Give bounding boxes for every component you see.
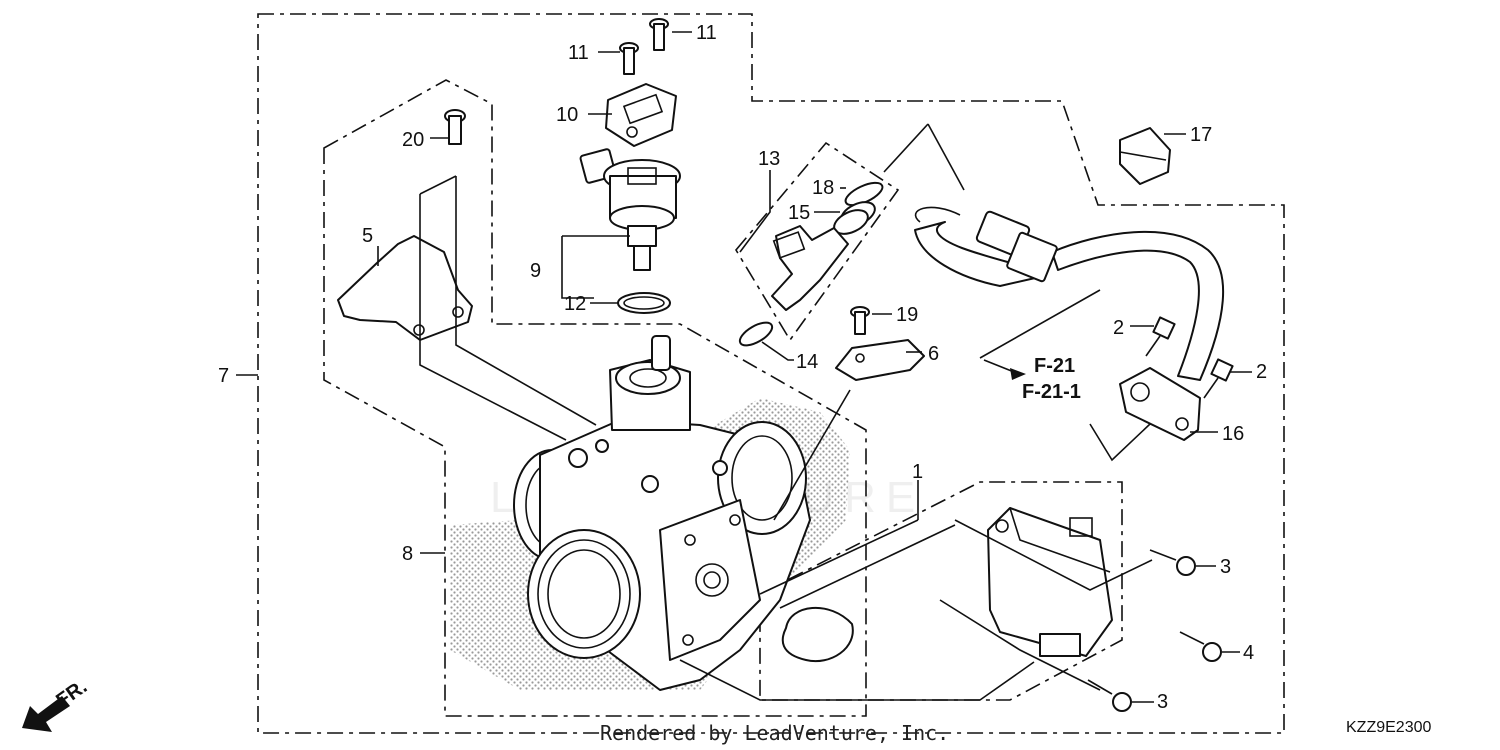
callout-17[interactable]: 17 <box>1190 124 1212 146</box>
bolt-2-upper <box>1145 316 1176 357</box>
callout-4[interactable]: 4 <box>1243 642 1254 664</box>
callout-11-upper[interactable]: 11 <box>696 22 717 44</box>
fuel-injector <box>771 225 849 311</box>
callout-14[interactable]: 14 <box>796 351 818 373</box>
callout-16[interactable]: 16 <box>1222 423 1244 445</box>
o-ring-12 <box>617 292 671 314</box>
callout-15[interactable]: 15 <box>788 202 810 224</box>
callout-labels: 1 2 2 3 3 4 5 6 7 8 9 10 11 11 12 13 14 … <box>218 22 1267 713</box>
callout-9[interactable]: 9 <box>530 260 541 282</box>
bolt-4 <box>1179 631 1222 662</box>
throttle-body-boundary-8 <box>323 79 867 717</box>
bracket-6 <box>835 339 925 381</box>
throttle-position-sensor <box>987 507 1113 657</box>
callout-7[interactable]: 7 <box>218 365 229 387</box>
callout-3-upper[interactable]: 3 <box>1220 556 1231 578</box>
injector-boundary-13 <box>735 141 900 342</box>
fuel-injector-parts <box>738 181 884 347</box>
throttle-body <box>513 335 811 691</box>
callout-5[interactable]: 5 <box>362 225 373 247</box>
callout-11-lower[interactable]: 11 <box>568 42 589 64</box>
sensor-plate-10 <box>605 83 677 147</box>
callout-8[interactable]: 8 <box>402 543 413 565</box>
reference-f21-1[interactable]: F-21-1 <box>1022 381 1081 403</box>
injector-joint-16 <box>1119 367 1201 441</box>
fuel-hose-assembly <box>914 206 1225 441</box>
front-direction-arrow <box>22 696 70 732</box>
map-sensor-9 <box>579 148 681 271</box>
diagram-code: KZZ9E2300 <box>1346 719 1431 736</box>
gasket-ring <box>781 607 854 663</box>
render-credit: Rendered by LeadVenture, Inc. <box>600 721 949 745</box>
assembly-boundary-7 <box>257 13 1285 734</box>
reference-f21[interactable]: F-21 <box>1034 355 1075 377</box>
callout-12[interactable]: 12 <box>564 293 586 315</box>
bolt-20 <box>444 109 466 145</box>
bracket-5 <box>337 235 473 341</box>
screw-11-lower <box>619 42 639 75</box>
screw-11-upper <box>649 18 669 51</box>
callout-3-lower[interactable]: 3 <box>1157 691 1168 713</box>
leader-lines <box>236 31 1252 703</box>
bolt-3-upper <box>1149 549 1196 576</box>
callout-2-upper[interactable]: 2 <box>1113 317 1124 339</box>
screw-19 <box>850 306 870 335</box>
sensor-boundary-1 <box>759 481 1123 701</box>
callout-10[interactable]: 10 <box>556 104 578 126</box>
callout-20[interactable]: 20 <box>402 129 424 151</box>
callout-18[interactable]: 18 <box>812 177 834 199</box>
callout-13[interactable]: 13 <box>758 148 780 170</box>
o-ring-18 <box>844 181 884 207</box>
o-ring-14 <box>738 321 774 347</box>
callout-2-lower[interactable]: 2 <box>1256 361 1267 383</box>
callout-6[interactable]: 6 <box>928 343 939 365</box>
bolt-2-lower <box>1203 358 1234 399</box>
callout-1[interactable]: 1 <box>912 461 923 483</box>
callout-19[interactable]: 19 <box>896 304 918 326</box>
bolt-3-lower <box>1087 679 1132 712</box>
map-sensor-parts <box>579 18 681 314</box>
